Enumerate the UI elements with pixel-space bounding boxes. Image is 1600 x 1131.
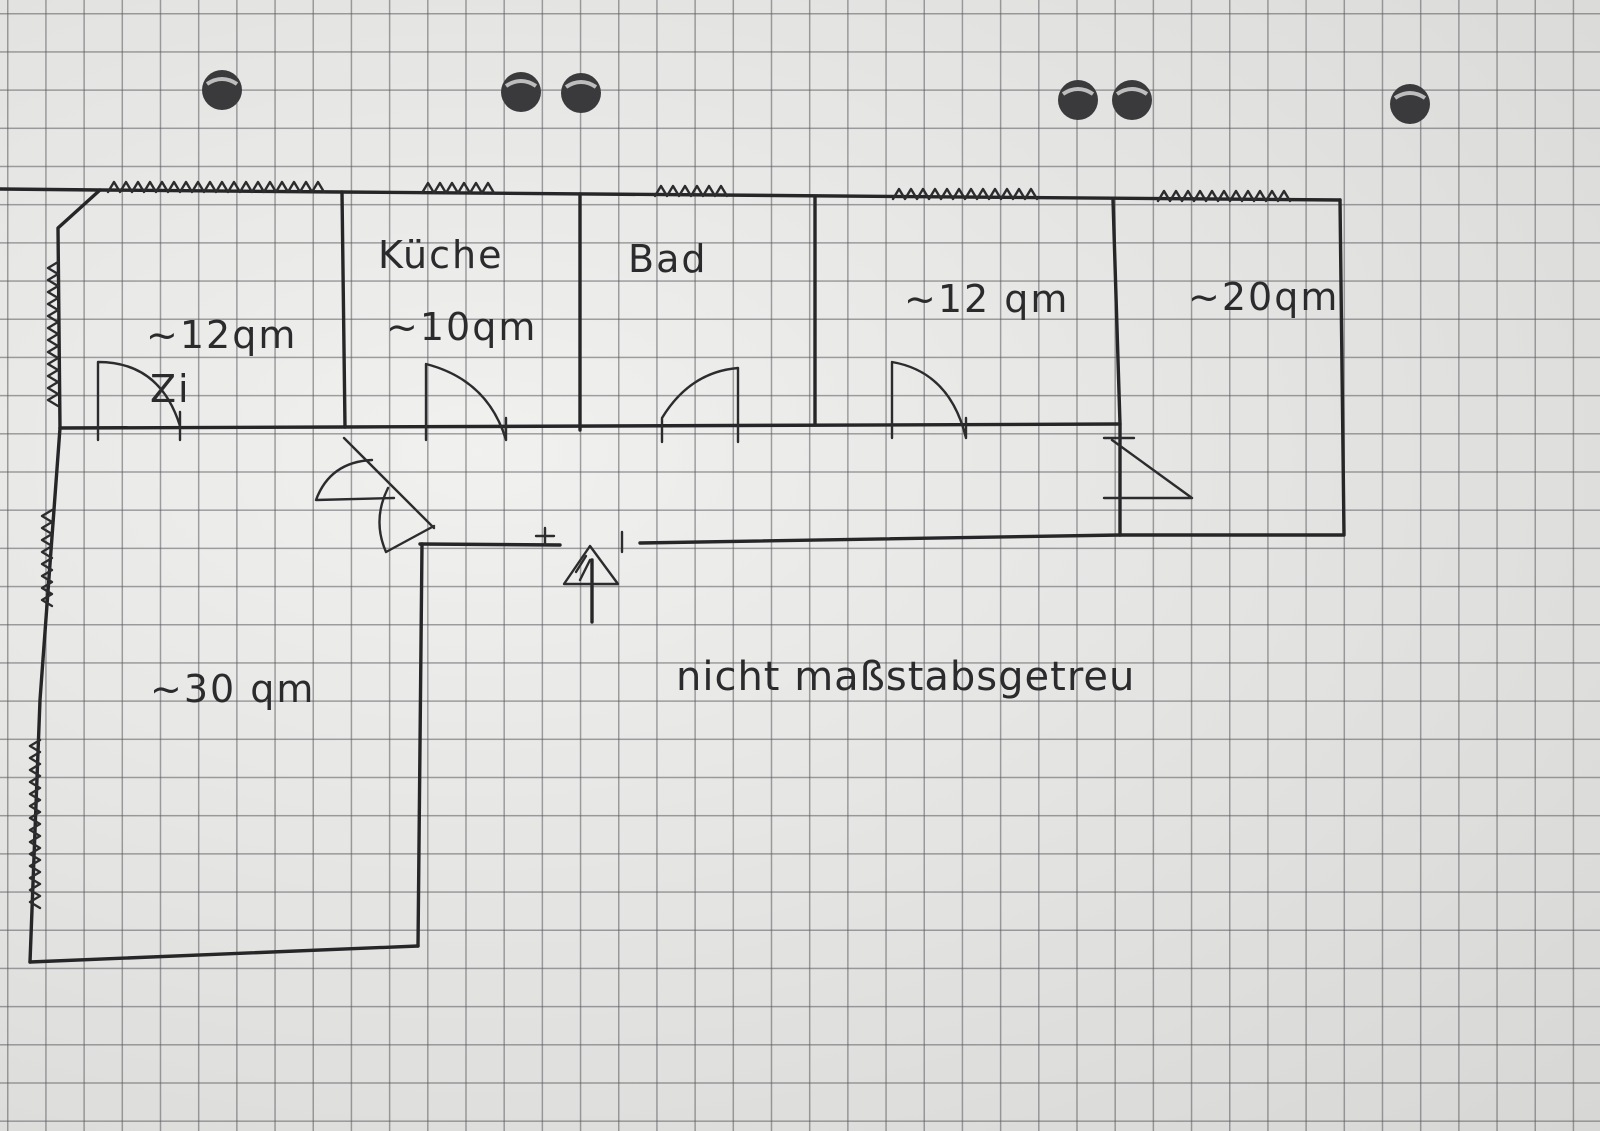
window-zigzag-icon (653, 184, 729, 198)
punch-hole-icon (1058, 80, 1098, 120)
top-wall (0, 187, 1342, 202)
punch-holes (202, 70, 1430, 124)
living-bottom-wall (28, 944, 420, 964)
corridor-bottom-wall (418, 533, 1122, 547)
door-swing-icon (660, 366, 740, 444)
window-zigzag-icon (1156, 189, 1292, 203)
room4-right-wall (1118, 198, 1346, 537)
door-swing-icon (96, 360, 182, 442)
window-zigzag-icon (891, 187, 1039, 201)
scale-note: nicht maßstabsgetreu (676, 654, 1135, 700)
window-zigzag-icon (420, 181, 496, 195)
punch-hole-icon (561, 73, 601, 113)
room-area-zimmer4: ~20qm (1188, 275, 1339, 319)
punch-hole-icon (202, 70, 242, 110)
room-name-zimmer1: Zi (150, 367, 191, 411)
room-name-kueche: Küche (378, 233, 503, 277)
punch-hole-icon (501, 72, 541, 112)
punch-hole-icon (1390, 84, 1430, 124)
door-swing-icon (890, 360, 968, 440)
top-left-diagonal-wall (56, 188, 102, 430)
window-zigzag-icon (28, 738, 42, 910)
room-name-bad: Bad (628, 237, 707, 281)
room-area-wohnen: ~30 qm (150, 667, 315, 711)
room3-right-wall (1111, 198, 1122, 537)
living-right-wall (416, 542, 424, 948)
door-swing-icon (314, 436, 436, 530)
kitchen-left-wall (340, 190, 347, 429)
punch-hole-icon (1112, 80, 1152, 120)
door-swing-icon (424, 362, 508, 442)
room-area-zimmer3: ~12 qm (904, 277, 1069, 321)
door-swing-icon (534, 526, 624, 554)
windows (28, 180, 1292, 910)
window-zigzag-icon (40, 508, 54, 608)
room-area-kueche: ~10qm (386, 305, 537, 349)
door-swing-icon (378, 486, 436, 554)
room-area-zimmer1: ~12qm (146, 313, 297, 357)
doors (96, 360, 1194, 554)
window-zigzag-icon (46, 260, 60, 408)
walls (0, 187, 1346, 964)
door-swing-icon (1102, 436, 1194, 500)
window-zigzag-icon (106, 180, 326, 194)
entrance-arrow-icon (562, 544, 620, 624)
